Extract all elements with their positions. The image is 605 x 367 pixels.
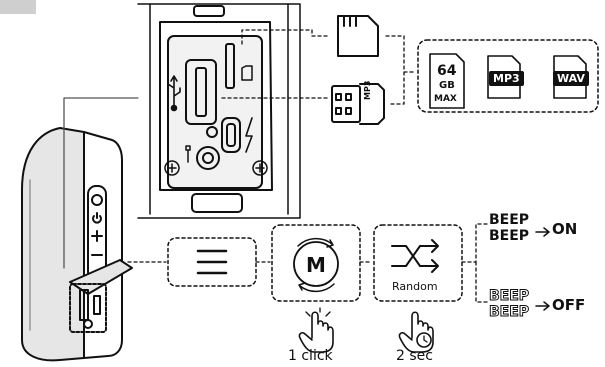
action-click-label: 1 click (288, 348, 333, 364)
arrow-on (535, 227, 550, 237)
beep-off-2: BEEP (488, 304, 530, 321)
arrow-off (535, 301, 550, 311)
aux-jack (185, 145, 220, 170)
hand-click-icon (298, 307, 334, 353)
corner-tab (0, 0, 36, 14)
capacity-limit: MAX (434, 94, 457, 104)
format-badge-mp3: MP3 (489, 71, 524, 86)
charging-port (221, 117, 241, 153)
hand-hold-icon (398, 311, 434, 353)
speaker-flap (69, 259, 133, 333)
action-hold-label: 2 sec (396, 348, 433, 364)
charging-bolt-icon (245, 117, 253, 153)
usb-icon (167, 75, 181, 112)
cycle-arrow-top-icon (297, 237, 334, 248)
random-label: Random (392, 280, 438, 293)
callout-line (63, 97, 139, 269)
menu-icon (196, 249, 228, 275)
capacity-unit: GB (439, 80, 455, 91)
card-capacity-icon (429, 53, 465, 109)
random-button-box (373, 224, 463, 302)
beep-on-2: BEEP (489, 228, 530, 244)
beep-on-1: BEEP (489, 212, 530, 228)
usb-port (185, 59, 217, 125)
screw-right-icon (252, 160, 268, 176)
branch-lines (461, 223, 489, 303)
port-panel-zoom (137, 3, 301, 219)
sd-card-icon (337, 15, 379, 57)
screw-left-icon (164, 160, 180, 176)
mode-button-label: M (306, 253, 326, 277)
state-on: ON (552, 220, 578, 238)
usb-stick-icon (331, 83, 385, 125)
state-off: OFF (552, 296, 586, 314)
menu-button-box (167, 237, 257, 287)
cycle-arrow-bottom-icon (298, 282, 335, 293)
connector-sd (241, 29, 331, 45)
beep-off-1: BEEP (488, 288, 530, 305)
speaker-body (21, 127, 123, 362)
supported-media-box (417, 39, 599, 113)
speaker-control-strip (87, 185, 107, 281)
sd-card-slot (225, 43, 253, 89)
status-led (206, 126, 218, 138)
capacity-number: 64 (437, 63, 457, 79)
mode-button-circle (293, 241, 339, 287)
connector-media (385, 35, 417, 105)
mode-button-box (271, 224, 361, 302)
format-badge-wav: WAV (553, 71, 589, 86)
shuffle-icon (391, 239, 439, 273)
usb-stick-label: MP3 (363, 80, 372, 100)
